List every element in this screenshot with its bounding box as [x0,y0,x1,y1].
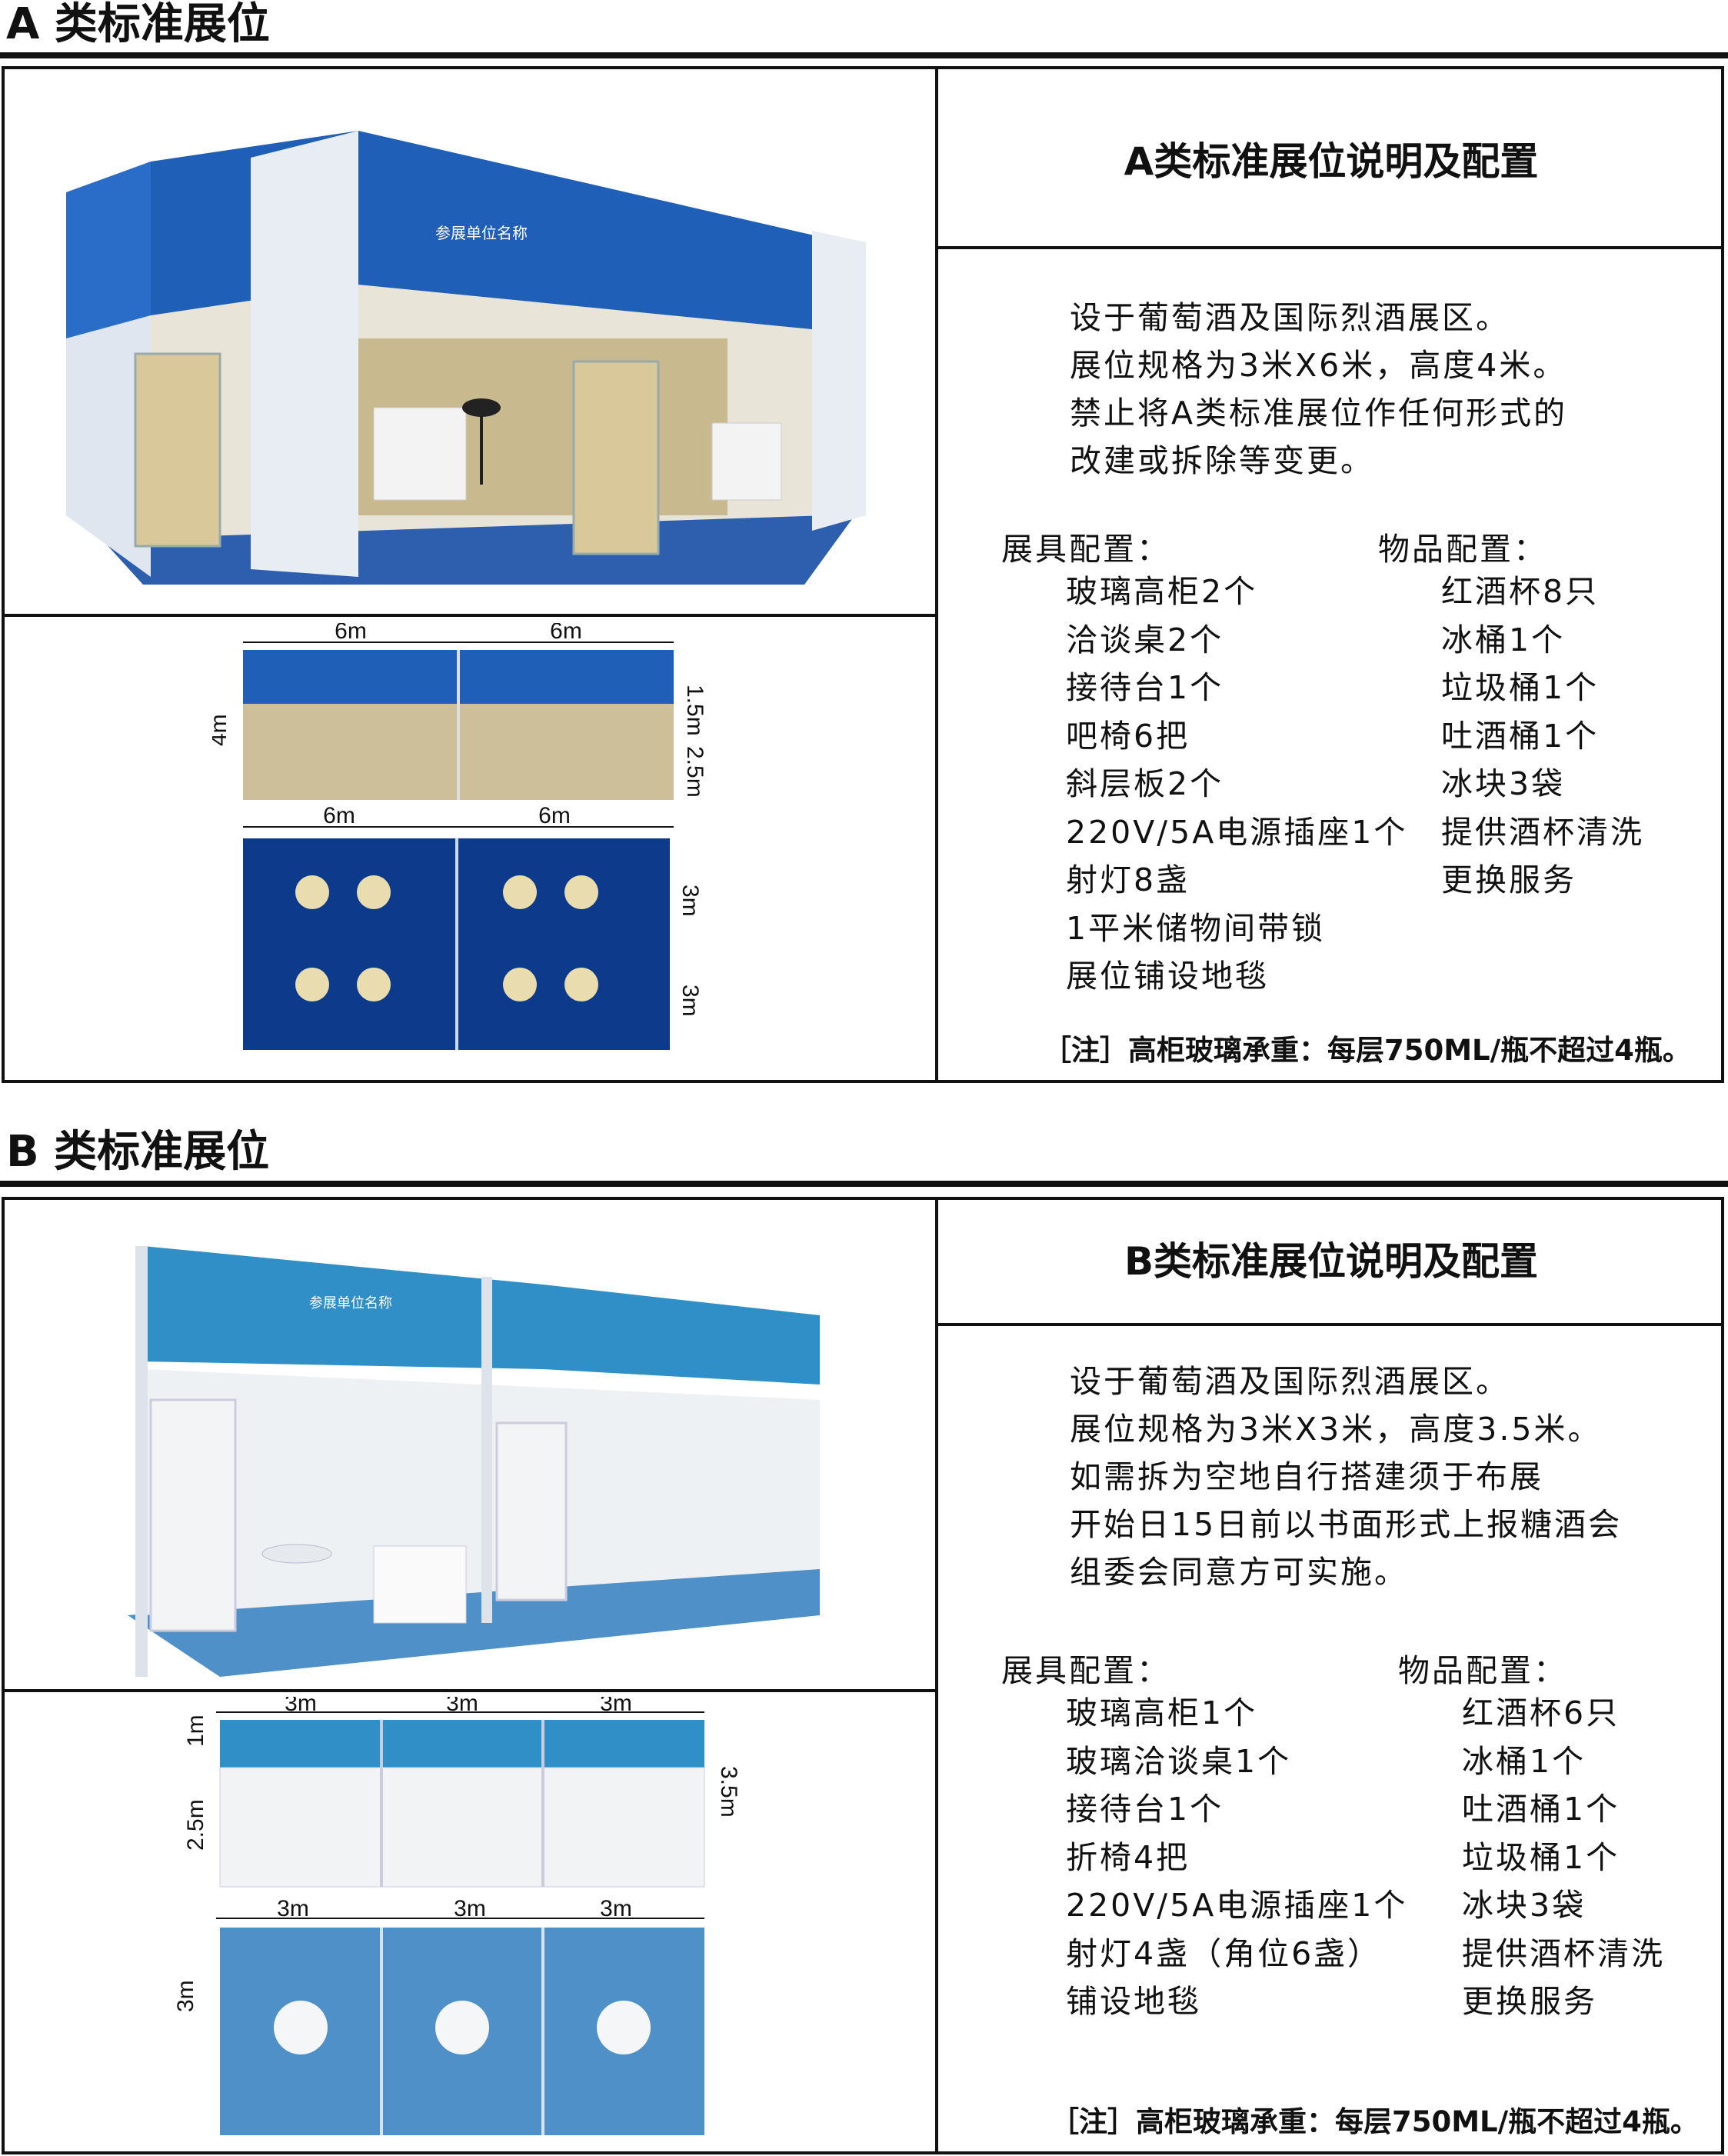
list-item: 接待台1个 [1066,669,1224,706]
booth-b-drawings: 3m 3m 3m 1m 2.5m 3.5m 3m 3m 3m 3m [174,1697,741,2135]
list-item: 冰桶1个 [1441,621,1566,658]
b-desc-line: 组委会同意方可实施。 [1070,1554,1408,1591]
list-item: 玻璃洽谈桌1个 [1066,1742,1292,1780]
list-item: 提供酒杯清洗 [1462,1934,1665,1972]
list-item: 接待台1个 [1066,1791,1224,1828]
b-elev-height-bottom: 2.5m [183,1799,208,1851]
booth-b-sign: 参展单位名称 [309,1295,392,1311]
b-goods-header: 物品配置： [1398,1652,1567,1689]
list-item: 玻璃高柜2个 [1066,573,1258,610]
list-item: 垃圾桶1个 [1441,669,1600,706]
a-elev-width-1: 6m [335,623,367,644]
section-a-panel: 参展单位名称 6m 6m 1.5m 2.5m 4m 6m 6m 3m 3m A类… [2,66,1724,1083]
section-a-divider-title [938,246,1724,249]
section-b-divider-vertical [935,1200,938,2151]
b-goods-list: 红酒杯6只 冰桶1个 吐酒桶1个 垃圾桶1个 冰块3袋 提供酒杯清洗 更换服务 [1462,1689,1665,2026]
list-item: 垃圾桶1个 [1462,1838,1620,1876]
section-a-divider-image [5,614,935,617]
list-item: 220V/5A电源插座1个 [1066,813,1408,851]
b-exhibit-header: 展具配置： [1001,1652,1170,1689]
section-b-rule [0,1181,1728,1187]
section-a-divider-vertical [935,69,938,1080]
section-b-description: 设于葡萄酒及国际烈酒展区。 展位规格为3米X3米，高度3.5米。 如需拆为空地自… [1070,1358,1622,1596]
a-goods-header: 物品配置： [1378,531,1547,568]
a-plan-width-2: 6m [538,803,571,828]
b-elev-width-1: 3m [285,1697,317,1716]
list-item: 射灯4盏（角位6盏） [1066,1934,1382,1972]
section-b-heading: B 类标准展位 [6,1127,270,1177]
list-item: 冰块3袋 [1441,765,1566,802]
list-item: 红酒杯8只 [1441,573,1600,610]
b-elev-height-top: 1m [183,1714,208,1747]
booth-b-render: 参展单位名称 [128,1246,820,1677]
a-elev-width-2: 6m [550,623,582,644]
a-note: ［注］高柜玻璃承重：每层750ML/瓶不超过4瓶。 [1043,1034,1691,1067]
b-desc-line: 展位规格为3米X3米，高度3.5米。 [1070,1411,1602,1448]
b-elev-width-3: 3m [600,1697,632,1716]
b-plan-depth: 3m [174,1980,198,2012]
list-item: 铺设地毯 [1066,1983,1201,2020]
section-a-rule [0,52,1728,58]
a-plan-width-1: 6m [323,803,355,828]
list-item: 220V/5A电源插座1个 [1066,1887,1408,1924]
list-item: 斜层板2个 [1066,765,1224,802]
list-item: 折椅4把 [1066,1838,1190,1876]
b-plan-width-1: 3m [277,1896,309,1921]
a-plan-depth-2: 3m [678,985,703,1017]
a-desc-line: 禁止将A类标准展位作任何形式的 [1070,395,1568,432]
section-b-panel: 参展单位名称 3m 3m 3m 1m 2.5m 3.5m 3m 3m 3m 3m… [2,1197,1724,2154]
a-desc-line: 设于葡萄酒及国际烈酒展区。 [1070,299,1510,336]
list-item: 更换服务 [1441,861,1577,898]
b-elev-width-2: 3m [446,1697,478,1716]
b-plan-width-2: 3m [454,1896,486,1921]
a-elev-height-top: 1.5m [682,685,708,736]
b-note: ［注］高柜玻璃承重：每层750ML/瓶不超过4瓶。 [1050,2105,1699,2138]
booth-a-render: 参展单位名称 [66,131,866,585]
b-desc-line: 如需拆为空地自行搭建须于布展 [1070,1458,1543,1495]
b-elev-height-total: 3.5m [716,1766,741,1818]
booth-a-drawings: 6m 6m 1.5m 2.5m 4m 6m 6m 3m 3m [212,623,708,1050]
section-a-heading: A 类标准展位 [6,0,270,49]
list-item: 红酒杯6只 [1462,1694,1620,1731]
section-b-box-title: B类标准展位说明及配置 [1124,1239,1539,1284]
booth-a-sign: 参展单位名称 [435,224,528,242]
a-desc-line: 展位规格为3米X6米，高度4米。 [1070,347,1567,384]
a-plan-depth-1: 3m [678,885,703,917]
list-item: 提供酒杯清洗 [1441,813,1644,851]
b-desc-line: 设于葡萄酒及国际烈酒展区。 [1070,1363,1510,1400]
list-item: 洽谈桌2个 [1066,621,1224,658]
section-b-divider-image [5,1689,935,1692]
b-exhibit-list: 玻璃高柜1个 玻璃洽谈桌1个 接待台1个 折椅4把 220V/5A电源插座1个 … [1066,1689,1407,2026]
section-b-divider-title [938,1323,1724,1326]
list-item: 吐酒桶1个 [1462,1791,1620,1828]
a-exhibit-header: 展具配置： [1001,531,1170,568]
section-a-box-title: A类标准展位说明及配置 [1124,139,1539,184]
a-goods-list: 红酒杯8只 冰桶1个 垃圾桶1个 吐酒桶1个 冰块3袋 提供酒杯清洗 更换服务 [1441,568,1644,905]
list-item: 更换服务 [1462,1983,1597,2020]
list-item: 1平米储物间带锁 [1066,909,1326,947]
list-item: 冰桶1个 [1462,1742,1586,1780]
a-elev-height-bottom: 2.5m [682,746,708,798]
a-desc-line: 改建或拆除等变更。 [1070,442,1374,479]
list-item: 冰块3袋 [1462,1887,1586,1924]
section-a-description: 设于葡萄酒及国际烈酒展区。 展位规格为3米X6米，高度4米。 禁止将A类标准展位… [1070,294,1567,485]
b-desc-line: 开始日15日前以书面形式上报糖酒会 [1070,1506,1623,1543]
b-plan-width-3: 3m [600,1896,632,1921]
list-item: 射灯8盏 [1066,861,1190,898]
a-exhibit-list: 玻璃高柜2个 洽谈桌2个 接待台1个 吧椅6把 斜层板2个 220V/5A电源插… [1066,568,1407,1001]
list-item: 玻璃高柜1个 [1066,1694,1258,1731]
list-item: 吧椅6把 [1066,717,1190,755]
list-item: 展位铺设地毯 [1066,958,1269,995]
a-elev-height-total: 4m [212,714,231,746]
list-item: 吐酒桶1个 [1441,717,1600,755]
